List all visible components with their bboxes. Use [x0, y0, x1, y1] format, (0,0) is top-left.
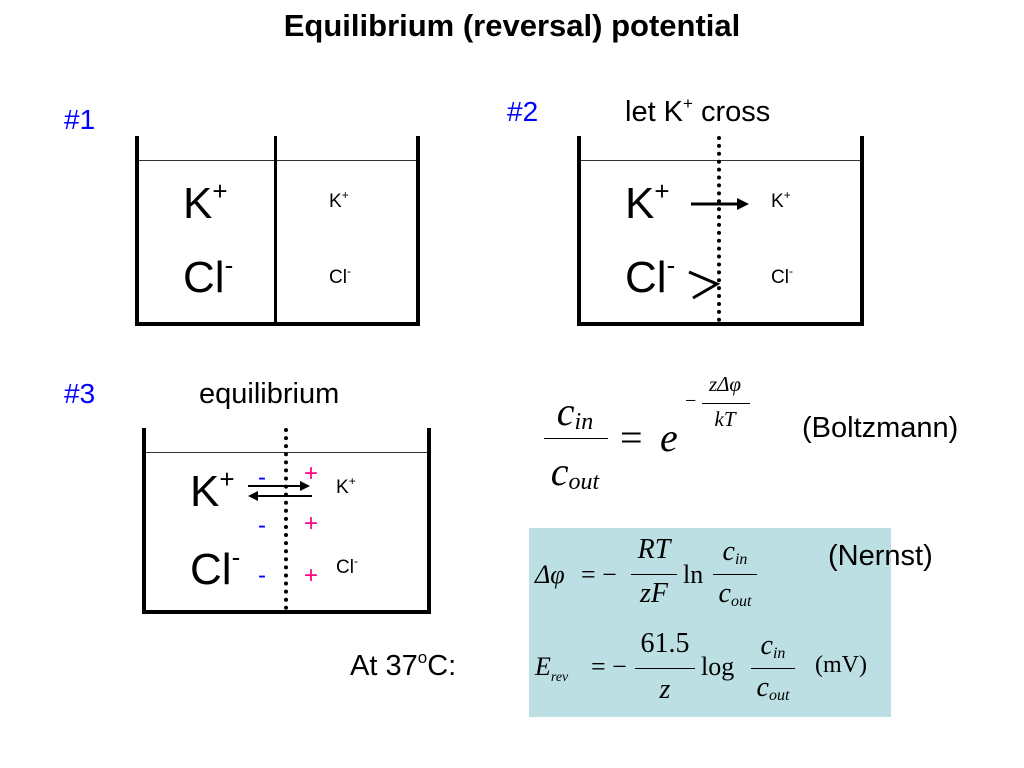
nernst-cin: cin [722, 536, 748, 569]
fraction-numerator: cin [556, 389, 594, 436]
panel-2-caption: let K+ cross [625, 94, 771, 128]
fraction-denominator: cout [550, 449, 600, 496]
ln-operator: ln [683, 560, 704, 589]
ion-cl-right: Cl- [329, 264, 351, 288]
beaker-1: K+ Cl- K+ Cl- [135, 136, 420, 326]
panel-3-label: #3 [64, 378, 96, 409]
panel-2-label: #2 [507, 96, 539, 127]
erev-symbol: Erev [535, 652, 569, 686]
ion-k-right: K+ [336, 474, 356, 498]
exponent-bar [702, 403, 750, 404]
erev-numerator: 61.5 [640, 628, 690, 659]
arrow-k-cross-icon [691, 198, 749, 210]
ion-cl-left: Cl- [190, 542, 241, 594]
permeable-membrane [284, 428, 288, 610]
blocked-cl-icon [688, 270, 721, 300]
boltzmann-label: (Boltzmann) [802, 412, 959, 444]
minus-sign: - [258, 512, 266, 539]
plus-sign: + [304, 562, 319, 589]
ion-cl-right: Cl- [771, 264, 793, 288]
plus-sign: + [304, 460, 319, 487]
fraction-bar [713, 574, 757, 575]
water-line [139, 160, 416, 161]
ion-k-right: K+ [771, 188, 791, 212]
plus-sign: + [304, 510, 319, 537]
beaker-2: K+ Cl- K+ Cl- [577, 136, 864, 326]
ion-k-left: K+ [183, 176, 228, 228]
nernst-cout: cout [718, 578, 752, 611]
nernst-denominator: zF [640, 578, 668, 609]
fraction-bar [751, 668, 795, 669]
ion-cl-left: Cl- [183, 250, 234, 302]
beaker-3: K+ Cl- K+ Cl- - + - + - + [142, 428, 431, 614]
fraction-bar [544, 438, 608, 439]
nernst-numerator: RT [637, 534, 671, 565]
equals-minus: = − [591, 652, 627, 681]
equals-minus: = − [581, 560, 617, 589]
exponent-numerator: zΔφ [708, 372, 742, 396]
erev-temperature-label: At 37oC: [350, 648, 457, 682]
page-title: Equilibrium (reversal) potential [283, 8, 741, 43]
delta-phi: Δφ [535, 560, 565, 589]
exponent-denominator: kT [714, 407, 736, 431]
ion-k-left: K+ [625, 176, 670, 228]
fraction-bar [631, 574, 677, 575]
boltzmann-equation: cin cout = e − zΔφ kT [540, 372, 780, 508]
minus-sign: - [258, 562, 266, 589]
nernst-box: Δφ = − RT zF ln cin cout Erev = − 61.5 z… [529, 528, 891, 717]
minus-sign: - [258, 464, 266, 491]
nernst-label: (Nernst) [828, 540, 933, 572]
fraction-bar [635, 668, 695, 669]
ion-k-right: K+ [329, 188, 349, 212]
ion-k-left: K+ [190, 464, 235, 516]
ion-cl-left: Cl- [625, 250, 676, 302]
panel-3-caption: equilibrium [199, 378, 340, 410]
solid-membrane [274, 136, 277, 322]
erev-cout: cout [756, 672, 790, 705]
erev-denominator: z [659, 674, 671, 705]
permeable-membrane [717, 136, 721, 322]
panel-1-label: #1 [64, 104, 96, 135]
equilibrium-arrows-icon [248, 481, 312, 501]
erev-cin: cin [760, 630, 786, 663]
unit-mv: (mV) [815, 652, 867, 678]
exponent-minus: − [685, 390, 697, 412]
equals-sign: = [620, 415, 643, 460]
log-operator: log [701, 652, 735, 681]
ion-cl-right: Cl- [336, 554, 358, 578]
euler-e: e [660, 415, 678, 460]
